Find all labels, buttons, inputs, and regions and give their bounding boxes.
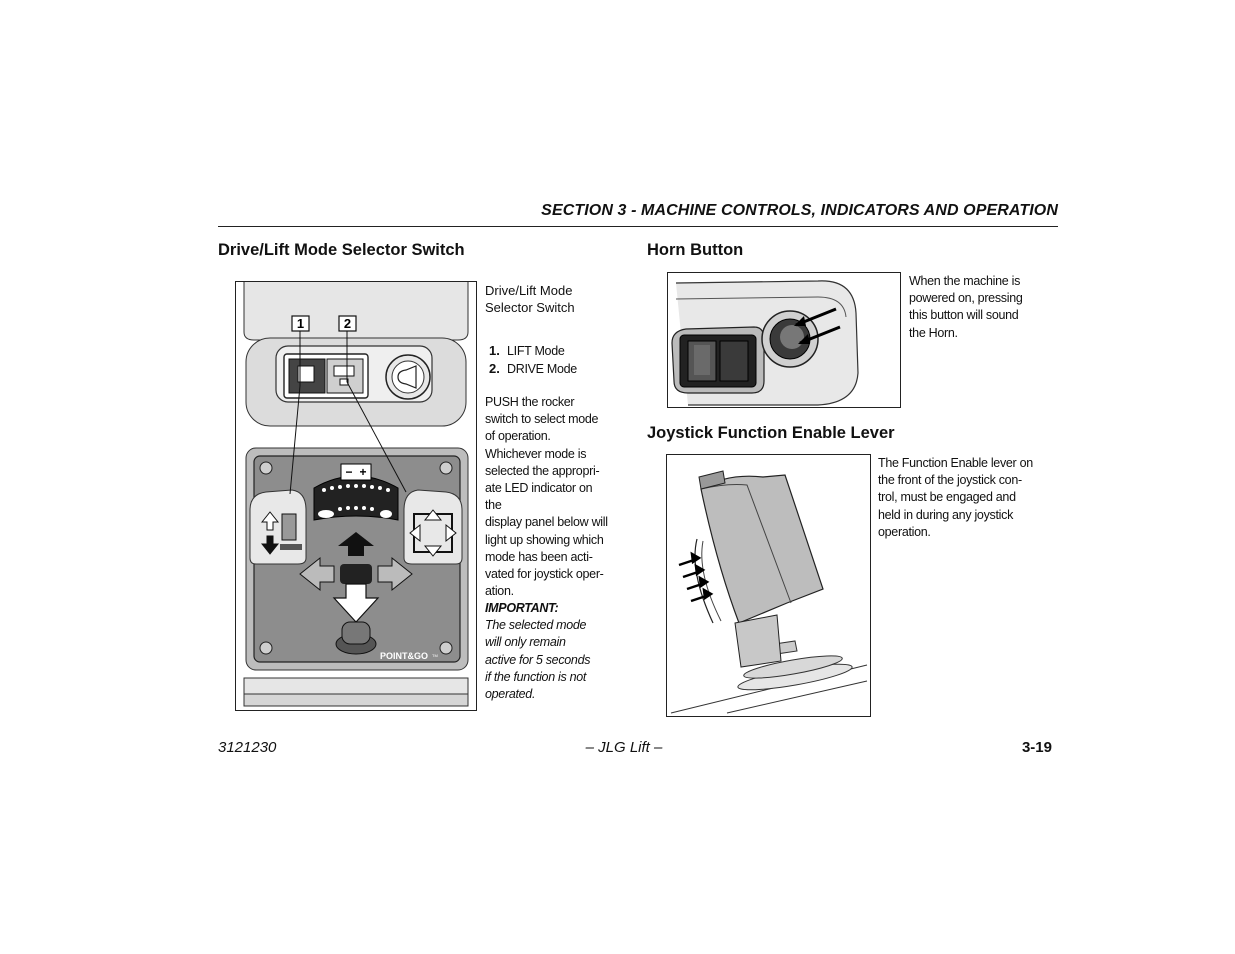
callout-legend: 1.LIFT Mode 2.DRIVE Mode <box>489 342 577 378</box>
section-title: SECTION 3 - MACHINE CONTROLS, INDICATORS… <box>541 202 1058 219</box>
doc-number: 3121230 <box>218 739 277 756</box>
callout-badge-1: 1 <box>297 316 304 331</box>
horn-button-illustration <box>671 280 859 406</box>
joystick-body: The Function Enable lever on the front o… <box>878 456 1033 539</box>
panel-brand: POINT&GO <box>380 651 428 661</box>
horn-figure <box>667 272 901 408</box>
horn-body: When the machine is powered on, pressing… <box>909 274 1023 340</box>
caption-line-2: Selector Switch <box>485 300 575 316</box>
joystick-figure <box>666 454 871 717</box>
meter-minus: − <box>345 465 352 479</box>
panel-brand-tm: TM <box>432 653 438 658</box>
page-number: 3-19 <box>1021 739 1052 756</box>
control-panel-illustration: 1 2 − + <box>243 282 469 707</box>
important-label: IMPORTANT: <box>485 601 559 615</box>
joystick-enable-lever-illustration <box>670 470 868 714</box>
callout-badge-2: 2 <box>344 316 351 331</box>
figure-caption: Drive/Lift Mode Selector Switch <box>485 282 575 316</box>
joystick-heading: Joystick Function Enable Lever <box>647 424 895 442</box>
important-note: IMPORTANT: The selected mode will only r… <box>485 600 609 703</box>
legend-item: 1.LIFT Mode <box>489 343 565 358</box>
drive-lift-heading: Drive/Lift Mode Selector Switch <box>218 241 465 259</box>
drive-lift-body: PUSH the rocker switch to select mode of… <box>485 395 608 599</box>
legend-item: 2.DRIVE Mode <box>489 361 577 377</box>
footer-center: – JLG Lift – <box>585 739 663 756</box>
drive-lift-figure: 1 2 − + <box>235 281 477 711</box>
caption-line-1: Drive/Lift Mode <box>485 283 573 298</box>
header-rule <box>218 226 1058 227</box>
horn-heading: Horn Button <box>647 241 744 259</box>
meter-plus: + <box>359 465 366 479</box>
